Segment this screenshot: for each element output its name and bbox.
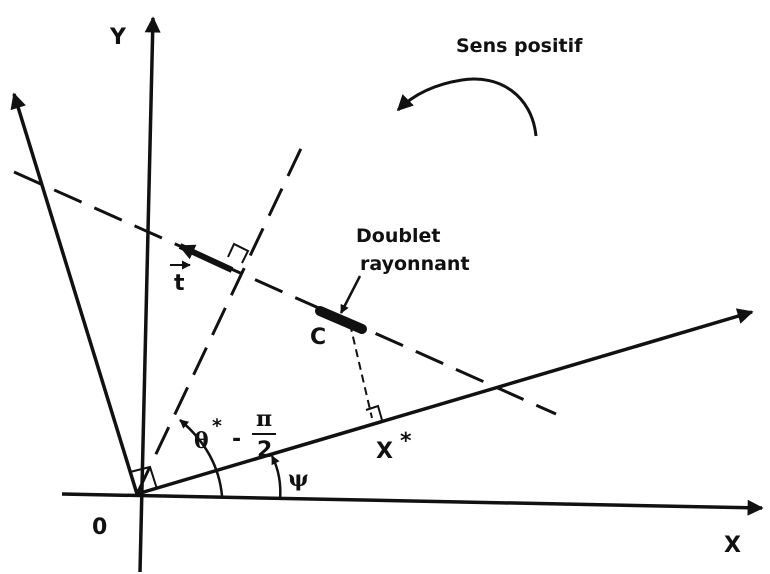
x-star-letter: X: [376, 439, 393, 464]
psi-angle-arc: [270, 455, 282, 501]
x-axis: [61, 492, 764, 516]
x-star-label: X *: [376, 429, 412, 464]
x-star-asterisk: *: [400, 429, 412, 454]
right-angle-origin: [129, 465, 158, 490]
sense-positive-label: Sens positif: [456, 35, 583, 57]
projection-c-to-xstar: [349, 323, 373, 419]
theta-direction-dashed: [135, 137, 308, 495]
doublet-label-line2: rayonnant: [360, 253, 470, 275]
two-digit: 2: [257, 438, 272, 463]
y-axis-label: Y: [109, 25, 127, 50]
vector-t: [178, 243, 234, 273]
vector-t-letter: t: [174, 271, 185, 296]
vector-t-label: t: [170, 260, 191, 296]
theta-symbol: θ: [194, 428, 209, 454]
y-star-axis: [10, 92, 139, 495]
point-c-label: C: [310, 325, 326, 350]
doublet-pointer-arrow: [339, 275, 362, 314]
theta-angle-arc: [179, 419, 224, 497]
x-star-axis: [136, 308, 754, 496]
right-angle-top: [227, 242, 250, 264]
minus-sign: -: [232, 427, 241, 452]
theta-angle-label: θ * - π 2: [194, 406, 276, 463]
radiating-doublet: [315, 306, 367, 334]
origin-label: 0: [92, 515, 107, 540]
right-angle-xstar: [365, 404, 383, 421]
x-axis-label: X: [724, 533, 741, 558]
theta-asterisk: *: [212, 415, 222, 437]
doublet-label-line1: Doublet: [356, 225, 440, 247]
positive-sense-arrow: [396, 77, 538, 137]
psi-label: ψ: [288, 466, 309, 492]
pi-symbol: π: [256, 406, 272, 432]
doublet-line-dashed: [13, 170, 557, 416]
